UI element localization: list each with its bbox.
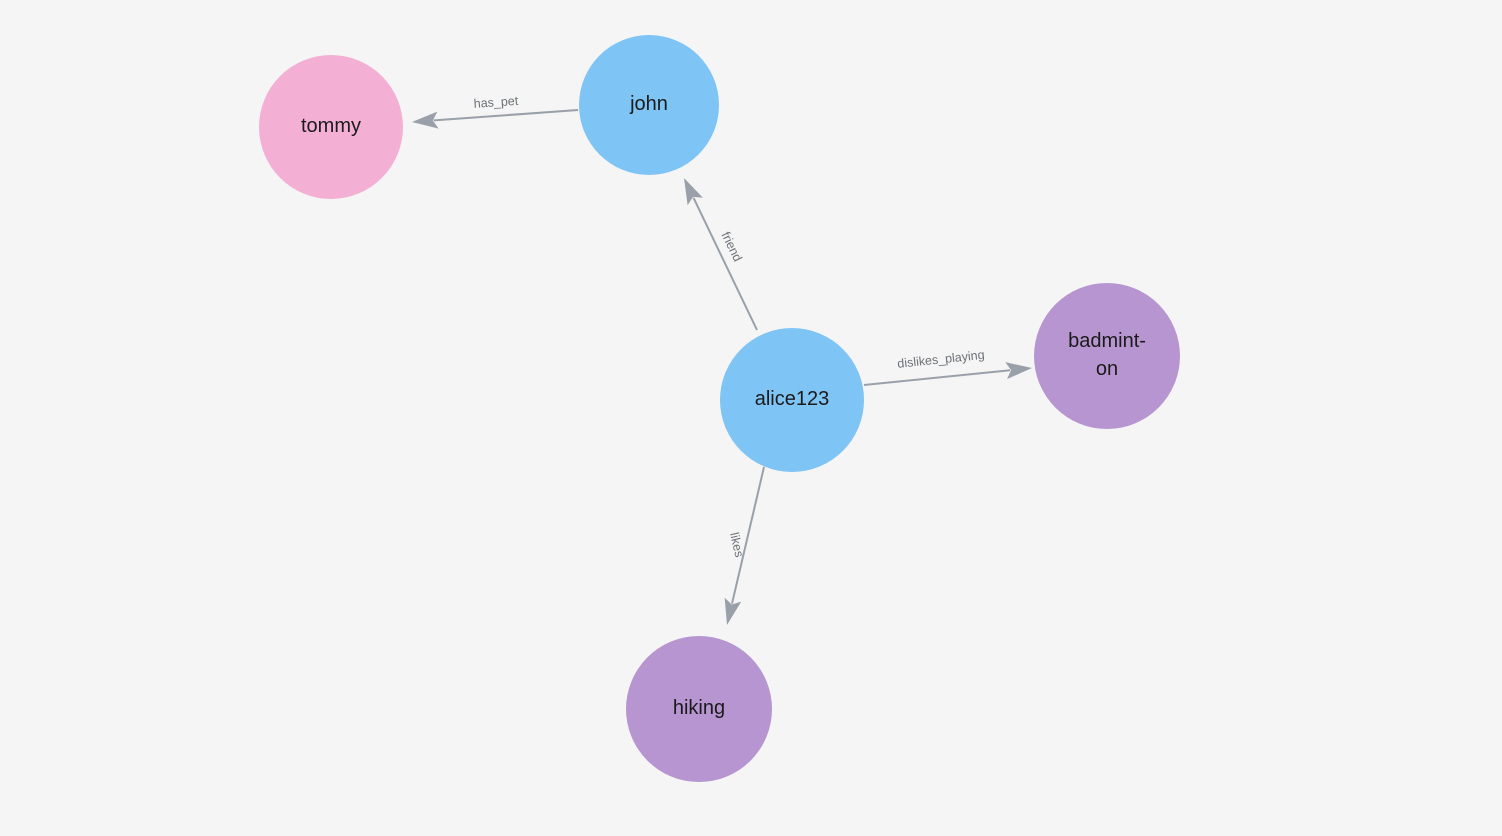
edges-layer [412,109,1032,625]
graph-edge[interactable] [412,109,579,129]
node-circle[interactable] [1034,283,1180,429]
graph-node[interactable]: hiking [626,636,772,782]
edge-arrowhead-icon [1005,362,1032,380]
edge-label: dislikes_playing [897,348,986,371]
node-circle[interactable] [626,636,772,782]
node-circle[interactable] [579,35,719,175]
node-circle[interactable] [720,328,864,472]
edge-arrowhead-icon [684,178,703,206]
graph-edge[interactable] [724,466,765,625]
node-circle[interactable] [259,55,403,199]
nodes-layer: tommy john alice123 badmint-on hiking [259,35,1180,782]
graph-node[interactable]: john [579,35,719,175]
graph-edge[interactable] [684,178,758,331]
edge-line [863,369,1011,386]
graph-node[interactable]: tommy [259,55,403,199]
edge-line [692,197,758,331]
edge-line [731,466,765,604]
edge-arrowhead-icon [412,111,439,129]
edge-line [433,109,579,122]
graph-node[interactable]: badmint-on [1034,283,1180,429]
edge-label: has_pet [473,94,519,111]
graph-node[interactable]: alice123 [720,328,864,472]
graph-edge[interactable] [863,362,1032,386]
edge-arrowhead-icon [724,597,742,625]
